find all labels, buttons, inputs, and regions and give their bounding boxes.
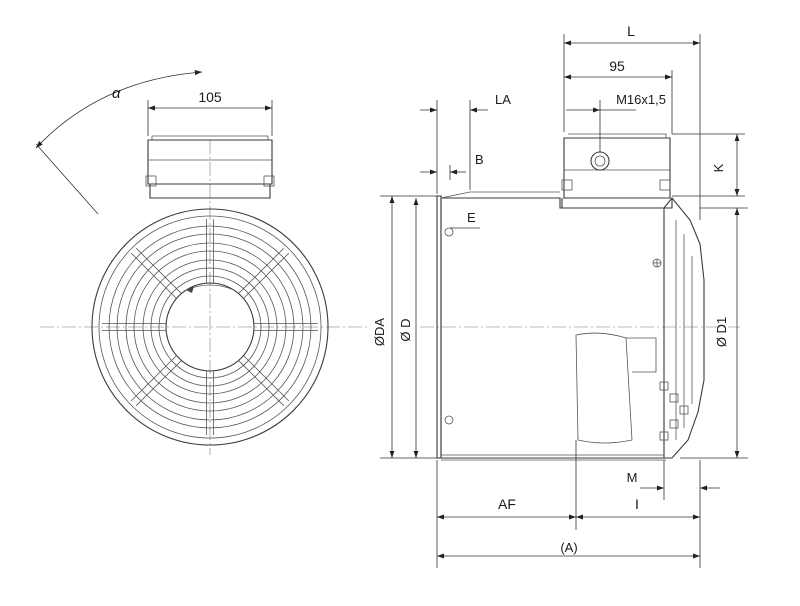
dim-AF-label: AF — [498, 496, 516, 512]
dim-LA-label: LA — [495, 92, 511, 107]
alpha-reference-line — [35, 143, 99, 215]
fan-guard-spoke-3 — [130, 355, 177, 402]
dim-B-label: B — [475, 152, 484, 167]
fan-guard-spoke-1 — [243, 355, 290, 402]
fan-guard-rings — [108, 225, 312, 429]
motor-housing-inner-rim — [98, 215, 322, 439]
fan-guard-spoke-3 — [135, 360, 182, 407]
side-view: L 95 LA M16x1,5 B E K ØDA Ø D Ø D1 M AF … — [372, 23, 748, 568]
fan-blade-side — [575, 332, 633, 444]
side-terminal-box — [561, 133, 673, 209]
dim-L-label: L — [627, 23, 635, 39]
motor-housing-outline — [91, 208, 329, 446]
flange-bolt-hole-bottom — [444, 415, 454, 425]
fan-guard-spoke-5 — [135, 247, 182, 294]
alpha-angle-arc — [35, 70, 203, 149]
dim-95-label: 95 — [609, 58, 625, 74]
dim-D-label: Ø D — [398, 318, 413, 341]
cable-gland — [590, 151, 610, 171]
flange-bolt-hole-top — [444, 227, 454, 237]
fan-guard-spokes — [102, 219, 318, 435]
dim-I-label: I — [635, 496, 639, 512]
dim-D1-label: Ø D1 — [714, 317, 729, 347]
fan-guard-spoke-7 — [243, 252, 290, 299]
front-terminal-box — [145, 135, 275, 199]
thread-M16-label: M16x1,5 — [616, 92, 666, 107]
fan-guard-spoke-1 — [238, 360, 285, 407]
alpha-label: α — [112, 85, 121, 102]
fan-guard-spoke-7 — [238, 247, 285, 294]
fan-guard-spoke-5 — [130, 252, 177, 299]
front-view: α 105 — [35, 70, 370, 455]
fan-cover-side — [652, 197, 705, 459]
dim-K-label: K — [711, 163, 726, 172]
dim-E-label: E — [467, 210, 476, 225]
dim-105-label: 105 — [198, 89, 222, 105]
dim-M-label: M — [627, 470, 638, 485]
dim-DA-label: ØDA — [372, 318, 387, 347]
dim-A-label: (A) — [560, 540, 577, 555]
